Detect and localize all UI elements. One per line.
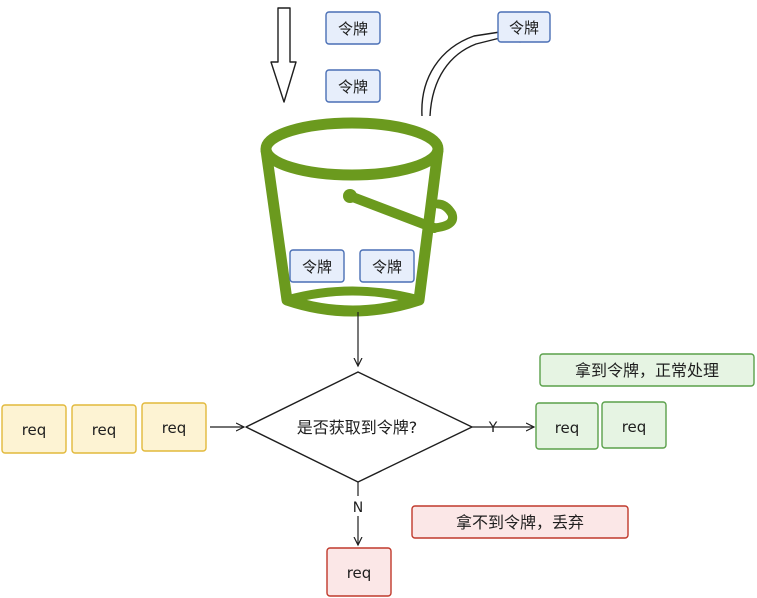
no-label: N (353, 500, 363, 516)
yes-label: Y (488, 420, 498, 436)
bucket-bottom-curve (285, 286, 421, 305)
incoming-token-2-label: 令牌 (338, 78, 368, 96)
bucket (260, 117, 458, 317)
success-note: 拿到令牌，正常处理 (539, 353, 755, 387)
bucket-handle-pivot (343, 189, 357, 203)
queue-request-1-label: req (22, 421, 47, 439)
incoming-token-1-label: 令牌 (338, 20, 368, 38)
bucket-token-2: 令牌 (359, 249, 415, 283)
incoming-token-1: 令牌 (325, 11, 381, 45)
accepted-request-2-label: req (622, 418, 647, 436)
bucket-token-1-label: 令牌 (302, 258, 332, 276)
request-queue: req req req (1, 402, 207, 454)
bucket-handle-loop (429, 199, 458, 233)
decision-node: 是否获取到令牌? (245, 371, 473, 483)
accepted-request-1: req (535, 402, 599, 450)
decision-question: 是否获取到令牌? (297, 418, 418, 437)
accepted-request-1-label: req (555, 419, 580, 437)
accepted-requests: req req (535, 401, 667, 450)
queue-request-3: req (141, 402, 207, 452)
overflow-token: 令牌 (497, 11, 551, 43)
rejected-request: req (326, 547, 392, 597)
queue-request-2: req (71, 404, 137, 454)
failure-note-text: 拿不到令牌，丢弃 (456, 513, 584, 532)
rejected-request-label: req (347, 564, 372, 582)
bucket-handle (345, 191, 439, 233)
queue-request-1: req (1, 404, 67, 454)
bucket-token-1: 令牌 (289, 249, 345, 283)
queue-request-3-label: req (162, 419, 187, 437)
incoming-token-arrow (270, 7, 297, 103)
success-note-text: 拿到令牌，正常处理 (575, 361, 719, 380)
failure-note: 拿不到令牌，丢弃 (411, 505, 629, 539)
queue-request-2-label: req (92, 421, 117, 439)
overflow-token-label: 令牌 (509, 19, 539, 37)
bucket-rim (260, 117, 444, 181)
incoming-token-2: 令牌 (325, 69, 381, 103)
bucket-token-2-label: 令牌 (372, 258, 402, 276)
accepted-request-2: req (601, 401, 667, 449)
